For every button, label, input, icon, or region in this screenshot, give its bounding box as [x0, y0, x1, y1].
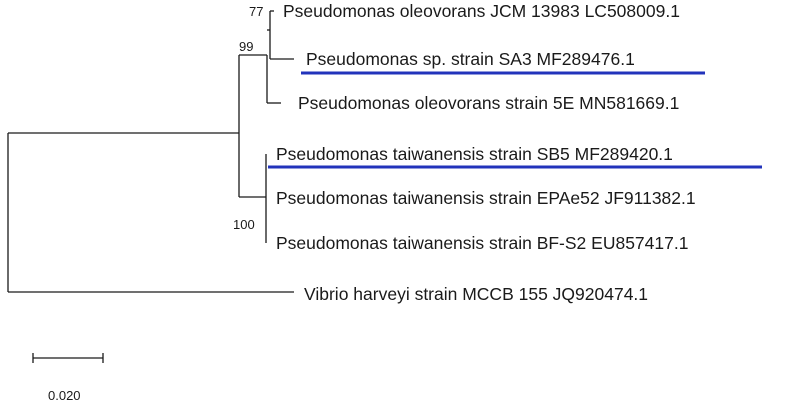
scale-bar-label: 0.020 — [48, 388, 81, 403]
taxon-label: Pseudomonas taiwanensis strain SB5 MF289… — [276, 144, 673, 164]
tree-branches — [7, 10, 294, 293]
bootstrap-value: 77 — [249, 4, 263, 19]
taxon-label: Vibrio harveyi strain MCCB 155 JQ920474.… — [304, 284, 648, 304]
bootstrap-value: 99 — [239, 39, 253, 54]
taxon-label: Pseudomonas sp. strain SA3 MF289476.1 — [306, 49, 635, 69]
highlight-underlines — [268, 71, 762, 169]
scale-bar: 0.020 — [32, 353, 104, 403]
bootstrap-value: 100 — [233, 217, 255, 232]
taxon-labels: Pseudomonas oleovorans JCM 13983 LC50800… — [276, 1, 696, 304]
taxon-label: Pseudomonas oleovorans JCM 13983 LC50800… — [283, 1, 680, 21]
taxon-label: Pseudomonas taiwanensis strain BF-S2 EU8… — [276, 233, 688, 253]
bootstrap-values: 77 99 100 — [233, 4, 263, 232]
taxon-label: Pseudomonas taiwanensis strain EPAe52 JF… — [276, 188, 696, 208]
taxon-label: Pseudomonas oleovorans strain 5E MN58166… — [298, 93, 679, 113]
